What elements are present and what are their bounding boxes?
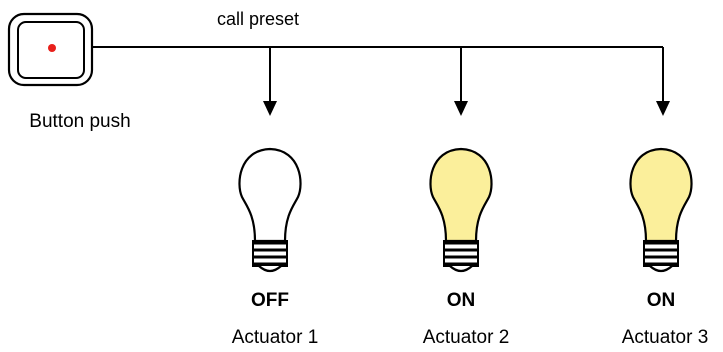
arrowhead-2 bbox=[454, 101, 468, 116]
bulb-on-icon bbox=[628, 147, 694, 273]
connection-lines bbox=[92, 46, 664, 103]
actuator-3-state: ON bbox=[647, 290, 676, 311]
button-indicator-dot bbox=[48, 44, 56, 52]
actuator-1-state: OFF bbox=[251, 290, 289, 311]
bulb-off-icon bbox=[237, 147, 303, 273]
actuator-2-name: Actuator 2 bbox=[423, 327, 510, 348]
actuator-3-name: Actuator 3 bbox=[622, 327, 709, 348]
actuator-2: ON Actuator 2 bbox=[423, 147, 510, 348]
actuator-1: OFF Actuator 1 bbox=[232, 147, 319, 348]
actuator-1-name: Actuator 1 bbox=[232, 327, 319, 348]
connection-label: call preset bbox=[217, 9, 299, 29]
bulb-on-icon bbox=[428, 147, 494, 273]
arrowheads bbox=[263, 101, 670, 116]
actuator-2-state: ON bbox=[447, 290, 476, 311]
actuator-3: ON Actuator 3 bbox=[622, 147, 709, 348]
push-button bbox=[7, 12, 94, 87]
arrowhead-3 bbox=[656, 101, 670, 116]
button-label: Button push bbox=[29, 111, 130, 132]
arrowhead-1 bbox=[263, 101, 277, 116]
